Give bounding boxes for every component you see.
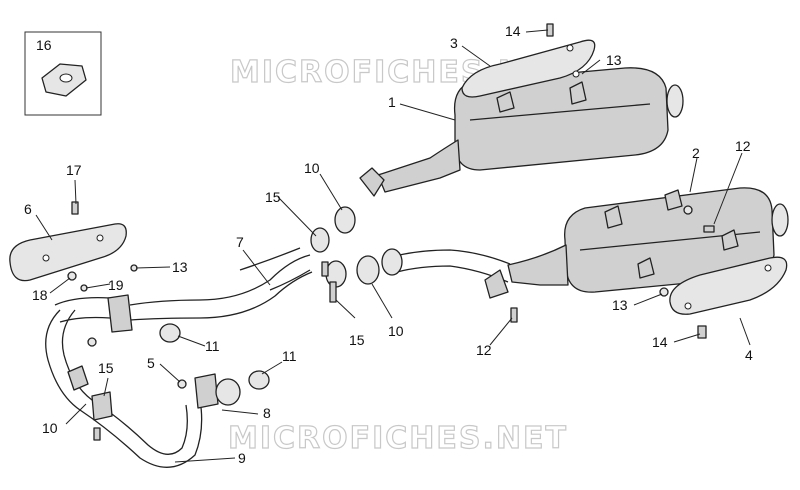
callout-9: 9 [238, 450, 246, 466]
pipe-bracket [484, 269, 509, 299]
collector-pipe-9 [45, 309, 203, 468]
inset-clip-nut-box [24, 31, 102, 116]
front-pipe-7-detail [239, 247, 311, 291]
callout-10-top: 10 [304, 160, 320, 176]
callout-labels: 1 2 3 4 5 6 7 8 9 10 10 10 11 11 12 12 1… [24, 23, 753, 466]
callout-12-bottom: 12 [476, 342, 492, 358]
clamps [310, 206, 403, 303]
callout-12-top: 12 [735, 138, 751, 154]
callout-13-right: 13 [612, 297, 628, 313]
callout-10-mid: 10 [388, 323, 404, 339]
callout-11-right: 11 [282, 348, 297, 364]
callout-1: 1 [388, 94, 396, 110]
callout-15-left: 15 [98, 360, 114, 376]
leader-lines [35, 29, 751, 463]
front-pipe-7 [129, 254, 313, 321]
flanges [67, 294, 270, 421]
callout-18: 18 [32, 287, 48, 303]
callout-14-top: 14 [505, 23, 521, 39]
callout-8: 8 [263, 405, 271, 421]
callout-17: 17 [66, 162, 82, 178]
callout-5: 5 [147, 355, 155, 371]
heat-shield-3 [461, 39, 596, 98]
callout-13-left: 13 [172, 259, 188, 275]
callout-2: 2 [692, 145, 700, 161]
callout-15-mid: 15 [349, 332, 365, 348]
callout-3: 3 [450, 35, 458, 51]
callout-10-left: 10 [42, 420, 58, 436]
muffler-2 [507, 187, 789, 293]
watermark-bottom: MICROFICHES.NET [228, 421, 568, 456]
muffler-1 [359, 67, 684, 197]
callout-19: 19 [108, 277, 124, 293]
collector-upper [54, 297, 111, 323]
callout-13-top: 13 [606, 52, 622, 68]
heat-shield-6 [9, 223, 127, 282]
callout-15-top: 15 [265, 189, 281, 205]
callout-7: 7 [236, 234, 244, 250]
callout-6: 6 [24, 201, 32, 217]
heat-shield-4 [669, 256, 788, 315]
hardware [67, 23, 715, 441]
callout-4: 4 [745, 347, 753, 363]
callout-16: 16 [36, 37, 52, 53]
callout-11-left: 11 [205, 338, 220, 354]
callout-14-bottom: 14 [652, 334, 668, 350]
